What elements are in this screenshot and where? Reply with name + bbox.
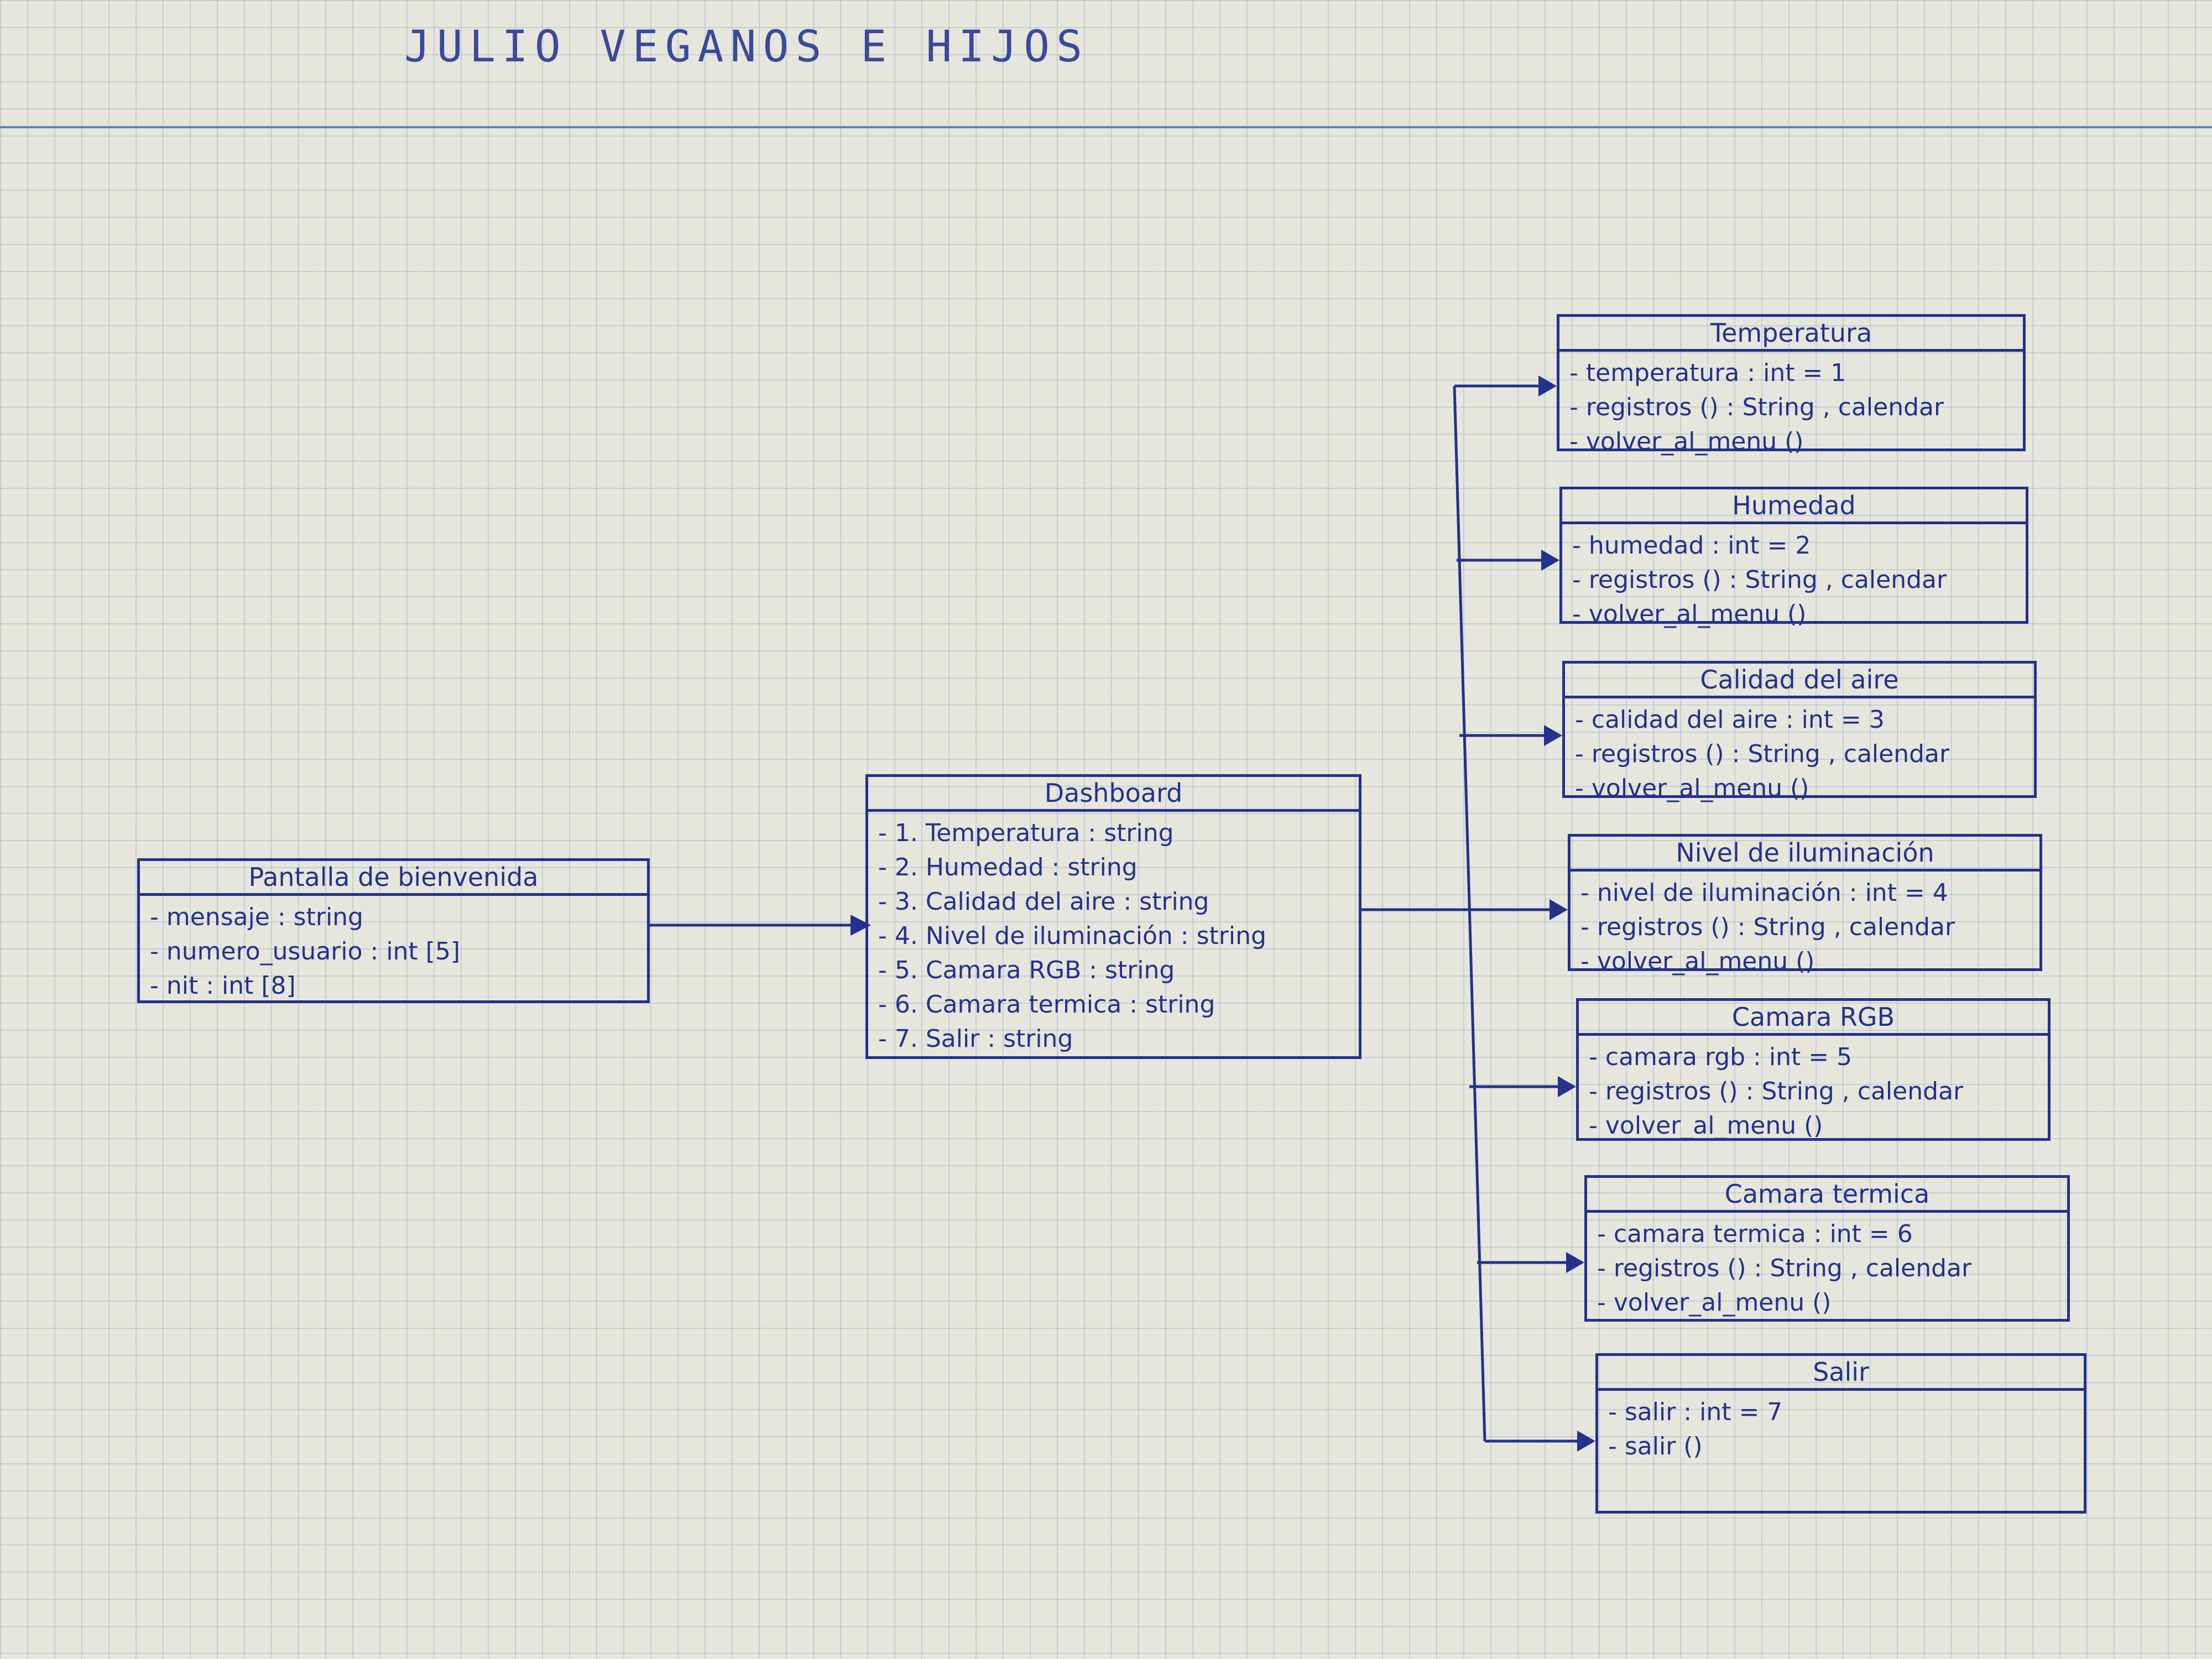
class-attribute: registros () : String , calendar <box>1572 563 2016 597</box>
arrowhead-calidad <box>1544 725 1562 746</box>
class-name: Pantalla de bienvenida <box>140 861 647 896</box>
class-attribute: registros () : String , calendar <box>1589 1074 2038 1109</box>
class-attribute: 2. Humedad : string <box>878 851 1349 885</box>
class-attribute: volver_al_menu () <box>1575 771 2024 806</box>
class-name: Salir <box>1598 1356 2084 1391</box>
class-humedad: Humedad humedad : int = 2 registros () :… <box>1559 487 2028 628</box>
class-attribute: temperatura : int = 1 <box>1569 356 2013 390</box>
class-camara-rgb: Camara RGB camara rgb : int = 5 registro… <box>1576 998 2051 1141</box>
class-attribute: salir () <box>1608 1430 2074 1464</box>
class-attribute: 7. Salir : string <box>878 1022 1349 1056</box>
class-attribute: registros () : String , calendar <box>1575 737 2024 771</box>
arrowhead-humedad <box>1541 550 1559 571</box>
class-attribute: camara rgb : int = 5 <box>1589 1040 2038 1074</box>
class-name: Humedad <box>1562 489 2026 524</box>
class-temperatura: Temperatura temperatura : int = 1 regist… <box>1557 314 2026 456</box>
class-name: Calidad del aire <box>1565 664 2034 698</box>
header-rule <box>0 126 2212 128</box>
arrowhead-salir <box>1577 1431 1595 1452</box>
class-name: Nivel de iluminación <box>1571 837 2039 872</box>
diagram-title: JULIO VEGANOS E HIJOS <box>404 22 1089 72</box>
arrowhead-temperatura <box>1538 375 1557 397</box>
class-name: Camara RGB <box>1579 1001 2048 1036</box>
class-nivel-iluminacion: Nivel de iluminación nivel de iluminació… <box>1568 834 2042 975</box>
class-attribute: 6. Camara termica : string <box>878 988 1349 1022</box>
class-attribute: registros () : String , calendar <box>1597 1251 2057 1286</box>
class-pantalla-bienvenida: Pantalla de bienvenida mensaje : string … <box>137 858 650 1003</box>
class-dashboard: Dashboard 1. Temperatura : string 2. Hum… <box>865 774 1361 1059</box>
class-attribute: volver_al_menu () <box>1589 1109 2038 1143</box>
class-attribute: registros () : String , calendar <box>1580 910 2030 945</box>
class-attribute: volver_al_menu () <box>1580 945 2030 979</box>
dashboard-trunk <box>1453 385 1486 1442</box>
class-attribute: nit : int [8] <box>150 969 637 1003</box>
class-name: Temperatura <box>1559 317 2023 352</box>
arrowhead-iluminacion <box>1550 899 1568 920</box>
class-attribute: humedad : int = 2 <box>1572 529 2016 563</box>
class-attribute: 1. Temperatura : string <box>878 816 1349 851</box>
class-attribute: numero_usuario : int [5] <box>150 935 637 969</box>
class-attribute: nivel de iluminación : int = 4 <box>1580 876 2030 910</box>
class-attribute: 4. Nivel de iluminación : string <box>878 919 1349 953</box>
class-attribute: volver_al_menu () <box>1572 597 2016 632</box>
class-attribute: 3. Calidad del aire : string <box>878 885 1349 919</box>
class-name: Camara termica <box>1587 1178 2067 1213</box>
arrowhead-dashboard <box>851 915 871 936</box>
class-salir: Salir salir : int = 7 salir () <box>1595 1353 2086 1514</box>
class-attribute: 5. Camara RGB : string <box>878 953 1349 988</box>
class-attribute: mensaje : string <box>150 900 637 935</box>
class-attribute: volver_al_menu () <box>1569 425 2013 459</box>
arrowhead-rgb <box>1558 1076 1576 1097</box>
class-calidad-aire: Calidad del aire calidad del aire : int … <box>1562 661 2037 802</box>
class-attribute: camara termica : int = 6 <box>1597 1217 2057 1251</box>
class-attribute: salir : int = 7 <box>1608 1395 2074 1430</box>
class-camara-termica: Camara termica camara termica : int = 6 … <box>1584 1175 2070 1322</box>
class-name: Dashboard <box>868 777 1359 812</box>
class-attribute: calidad del aire : int = 3 <box>1575 703 2024 737</box>
arrowhead-termica <box>1566 1252 1584 1273</box>
class-attribute: volver_al_menu () <box>1597 1286 2057 1320</box>
class-attribute: registros () : String , calendar <box>1569 390 2013 425</box>
